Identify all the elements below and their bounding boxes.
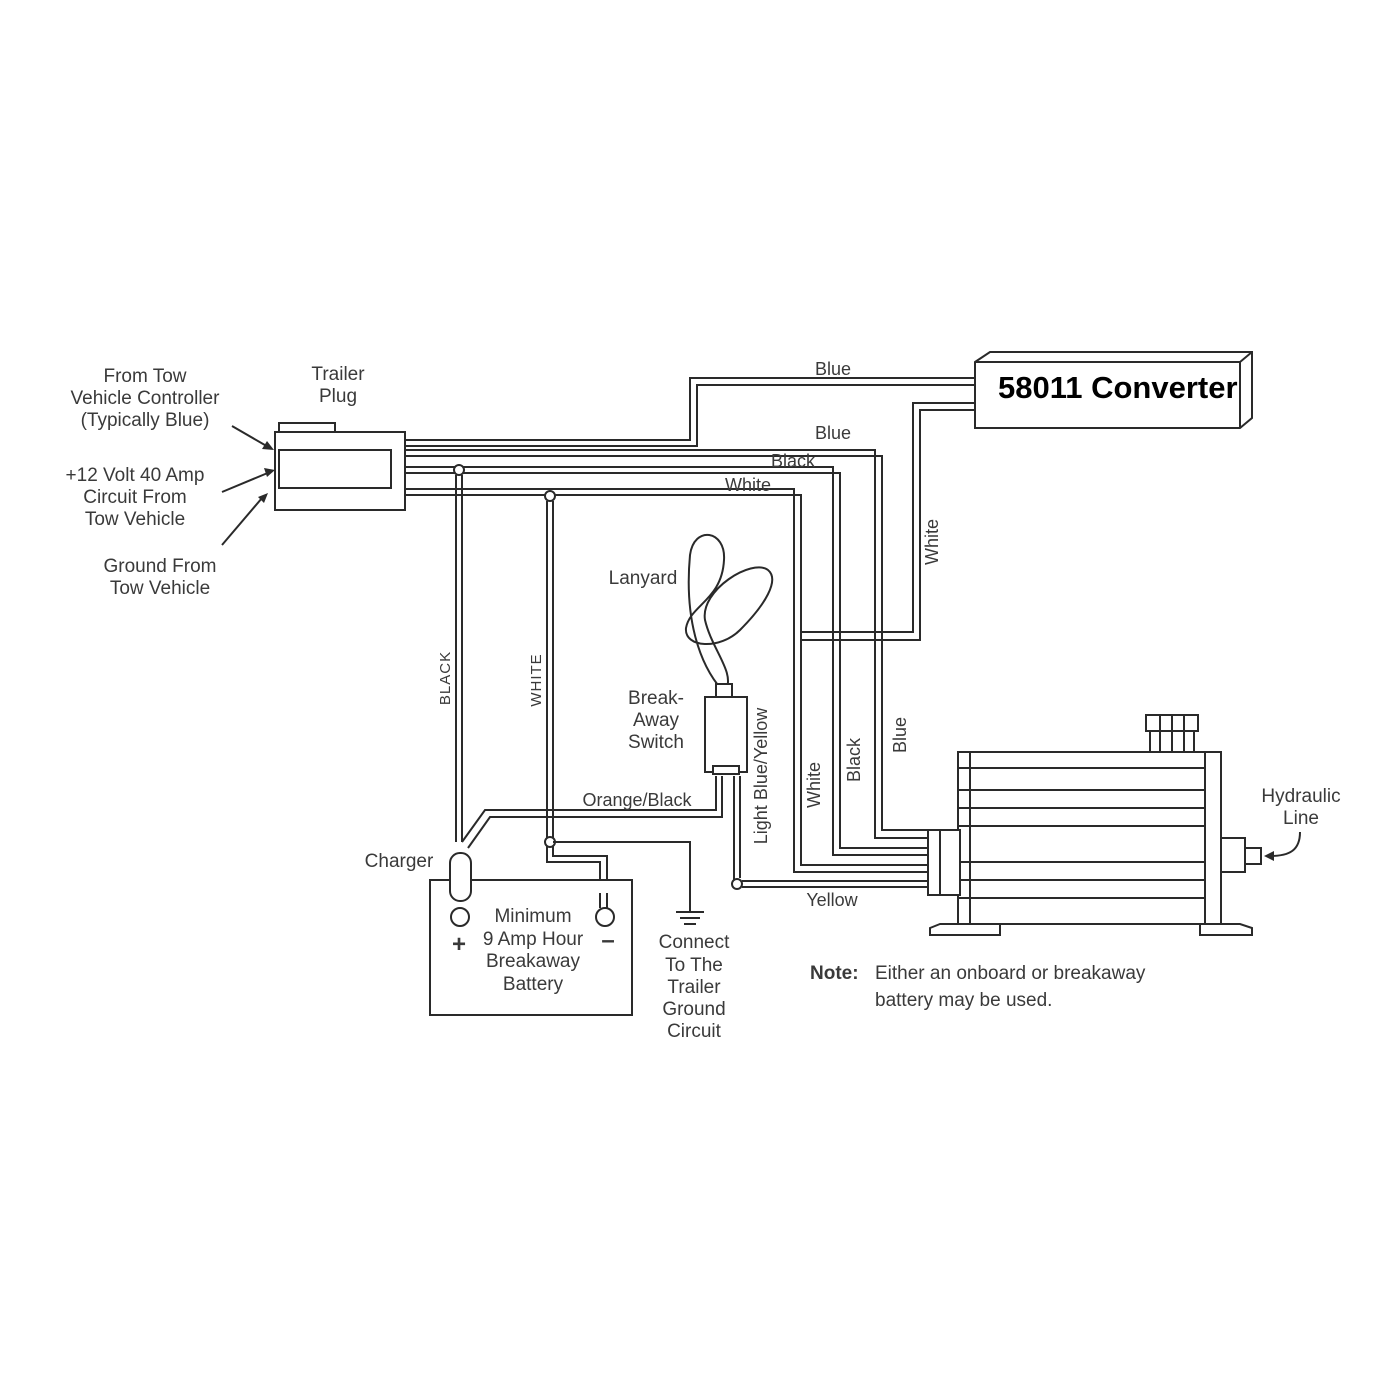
note: Note: Either an onboard or breakaway bat… (810, 963, 1146, 1011)
svg-text:Vehicle Controller: Vehicle Controller (71, 388, 221, 409)
wire-label-black-mid: Black (771, 451, 816, 471)
wire-label-white-motor: White (804, 762, 824, 808)
note-title: Note: (810, 963, 859, 984)
label-lanyard: Lanyard (609, 568, 678, 589)
battery-plus-sign: + (452, 931, 466, 958)
wire-white-main (405, 488, 932, 873)
svg-text:Circuit From: Circuit From (83, 487, 186, 508)
svg-text:Connect: Connect (659, 932, 730, 953)
breakaway-switch (704, 683, 748, 775)
wire-label-blue-top: Blue (815, 359, 851, 379)
svg-text:Breakaway: Breakaway (486, 951, 580, 972)
wire-yellow (731, 776, 932, 890)
hydraulic-pump (927, 714, 1301, 936)
converter-box: 58011 Converter (974, 351, 1253, 429)
wire-blue-converter-top (405, 377, 975, 447)
svg-text:Break-: Break- (628, 688, 684, 709)
note-line-2: battery may be used. (875, 990, 1052, 1011)
svg-text:Tow Vehicle: Tow Vehicle (110, 578, 210, 599)
wire-label-white-vertical: WHITE (528, 653, 545, 706)
svg-text:Away: Away (633, 710, 680, 731)
wire-white-converter (801, 402, 975, 641)
wire-label-blue-motor: Blue (890, 717, 910, 753)
svg-text:Battery: Battery (503, 974, 564, 995)
label-ground-from: Ground From Tow Vehicle (104, 556, 217, 599)
svg-text:Line: Line (1283, 808, 1319, 829)
wire-blue-main (405, 449, 932, 839)
plug-arrows (221, 425, 275, 546)
wire-white-battery (544, 490, 691, 905)
svg-text:From Tow: From Tow (103, 366, 186, 387)
svg-text:+12 Volt 40 Amp: +12 Volt 40 Amp (66, 465, 205, 486)
svg-text:Tow Vehicle: Tow Vehicle (85, 509, 185, 530)
wire-label-light-blue-yellow: Light Blue/Yellow (751, 707, 771, 844)
label-charger: Charger (365, 851, 434, 872)
label-hydraulic-line: Hydraulic Line (1261, 786, 1340, 829)
trailer-plug (274, 422, 406, 511)
wire-label-orange-black: Orange/Black (582, 790, 692, 810)
svg-text:Circuit: Circuit (667, 1021, 722, 1042)
svg-text:9 Amp Hour: 9 Amp Hour (483, 929, 584, 950)
wire-label-white-converter: White (922, 519, 942, 565)
svg-text:Ground: Ground (662, 999, 725, 1020)
label-battery: Minimum 9 Amp Hour Breakaway Battery (483, 906, 584, 995)
wire-label-white-mid: White (725, 475, 771, 495)
svg-text:Hydraulic: Hydraulic (1261, 786, 1340, 807)
lanyard (684, 534, 774, 691)
svg-text:Switch: Switch (628, 732, 684, 753)
svg-text:To The: To The (665, 955, 723, 976)
label-twelve-volt: +12 Volt 40 Amp Circuit From Tow Vehicle (66, 465, 205, 530)
label-trailer-plug: Trailer Plug (311, 364, 365, 407)
label-connect-ground: Connect To The Trailer Ground Circuit (659, 932, 730, 1042)
svg-text:Ground From: Ground From (104, 556, 217, 577)
wire-black-charger (453, 464, 723, 849)
svg-text:Plug: Plug (319, 386, 357, 407)
wire-black-main (405, 466, 932, 856)
note-line-1: Either an onboard or breakaway (875, 963, 1146, 984)
battery-minus-sign: – (601, 927, 614, 954)
converter-label: 58011 Converter (998, 370, 1238, 405)
svg-text:(Typically Blue): (Typically Blue) (81, 410, 210, 431)
battery (429, 852, 633, 1016)
svg-text:Minimum: Minimum (494, 906, 571, 927)
ground-symbol (676, 905, 704, 925)
wire-label-blue-mid: Blue (815, 423, 851, 443)
wire-label-yellow: Yellow (806, 890, 858, 910)
label-breakaway-switch: Break- Away Switch (628, 688, 684, 753)
svg-text:Trailer: Trailer (311, 364, 365, 385)
svg-text:Trailer: Trailer (667, 977, 721, 998)
wire-label-black-vertical: BLACK (437, 651, 454, 705)
wire-label-black-motor: Black (844, 737, 864, 782)
label-from-tow-controller: From Tow Vehicle Controller (Typically B… (71, 366, 221, 431)
